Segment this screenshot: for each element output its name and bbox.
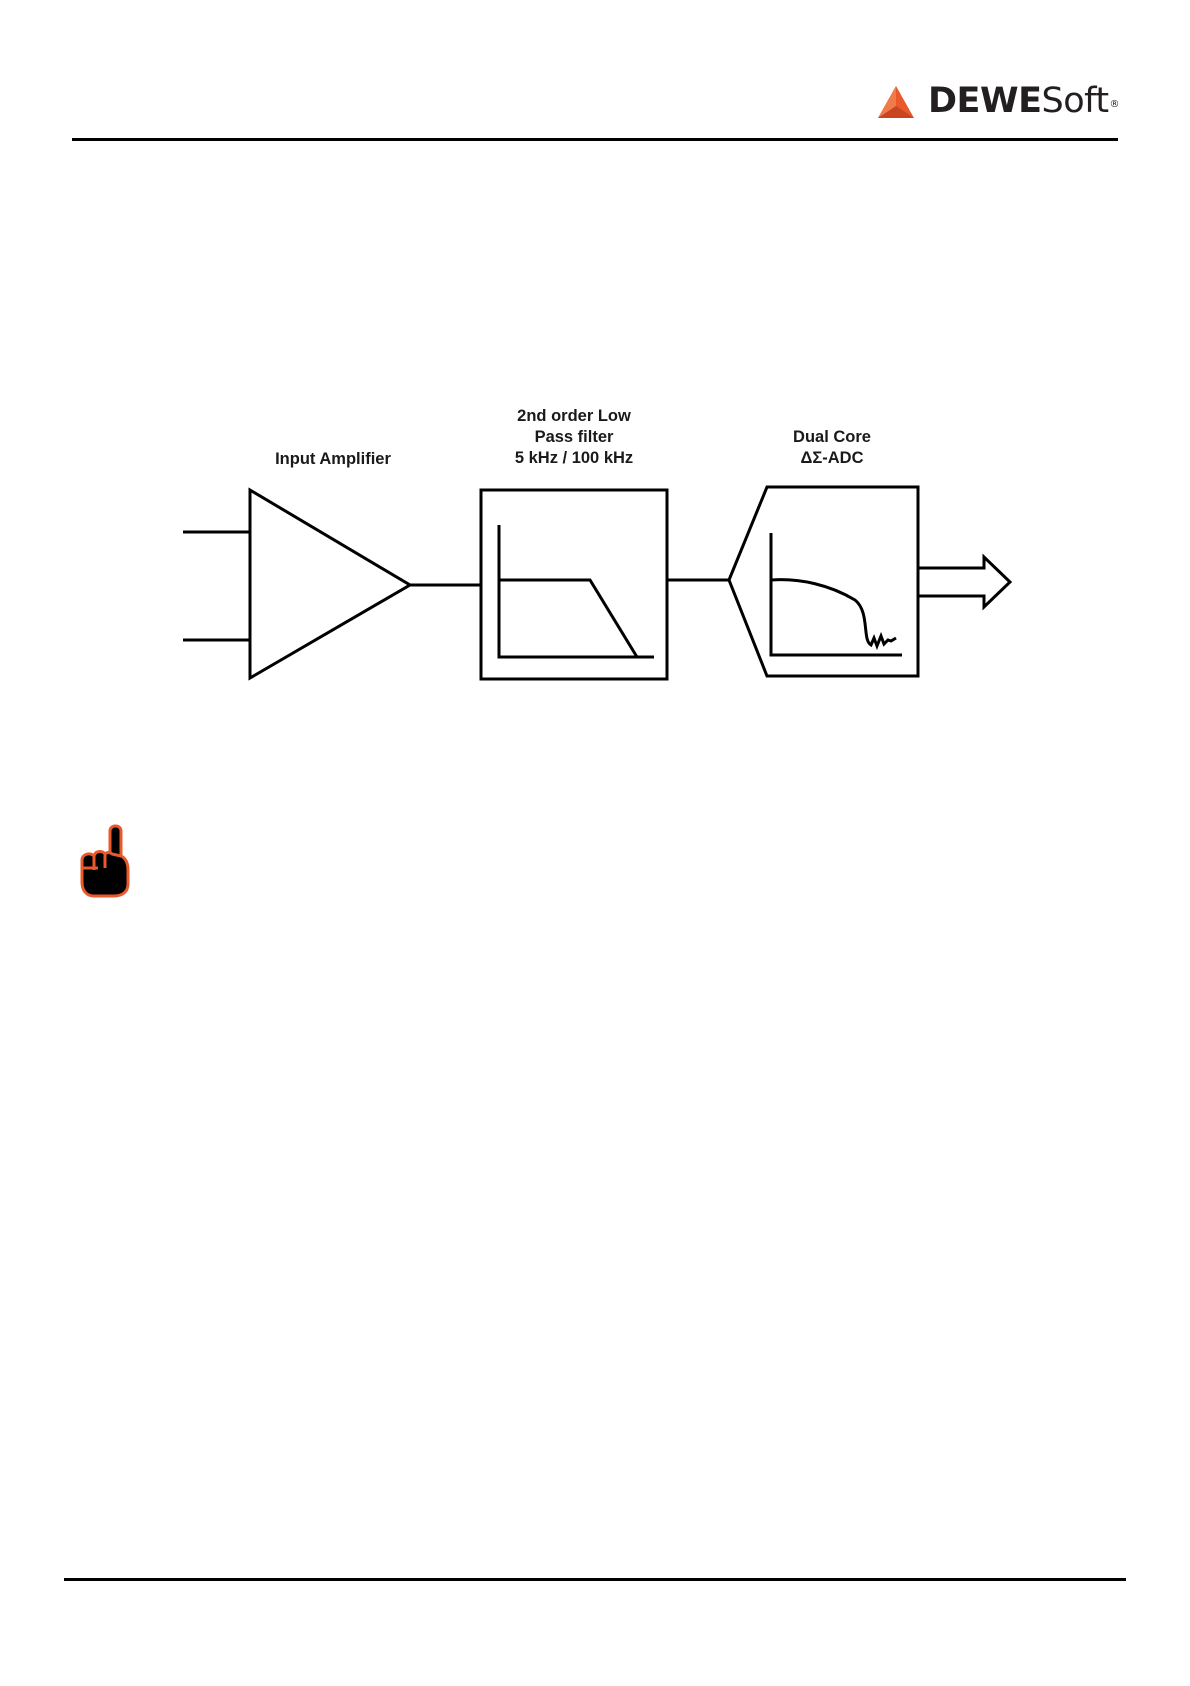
adc-response-curve [771,580,896,646]
adc-block [729,487,918,676]
filter-box [481,490,667,679]
filter-label: 2nd order Low Pass filter 5 kHz / 100 kH… [494,406,654,469]
output-arrow [918,557,1010,607]
adc-label-line1: Dual Core [762,427,902,448]
filter-label-line1: 2nd order Low [494,406,654,427]
filter-label-line2: Pass filter [494,427,654,448]
adc-label: Dual Core ΔΣ-ADC [762,427,902,469]
filter-response-curve [499,580,637,657]
filter-label-line3: 5 kHz / 100 kHz [494,448,654,469]
footer-rule [64,1578,1126,1581]
input-amplifier-label: Input Amplifier [268,449,398,470]
adc-label-line2: ΔΣ-ADC [762,448,902,469]
pointing-finger-icon [76,822,132,898]
amplifier-triangle [250,490,410,678]
filter-axes [499,525,654,657]
